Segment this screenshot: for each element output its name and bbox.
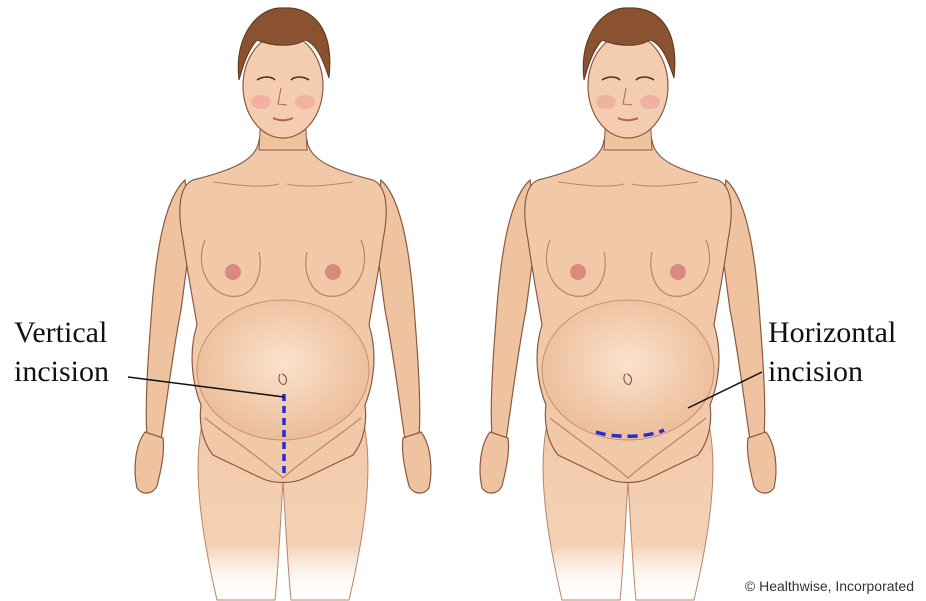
horizontal-incision-label-line2: incision	[768, 356, 863, 388]
vertical-incision-label-line1: Vertical	[14, 317, 107, 349]
horizontal-incision-label-line1: Horizontal	[768, 317, 896, 349]
figure-horizontal-incision	[480, 8, 776, 600]
vertical-incision-label-line2: incision	[14, 356, 109, 388]
copyright-notice: © Healthwise, Incorporated	[745, 578, 914, 594]
figure-vertical-incision	[135, 8, 431, 600]
